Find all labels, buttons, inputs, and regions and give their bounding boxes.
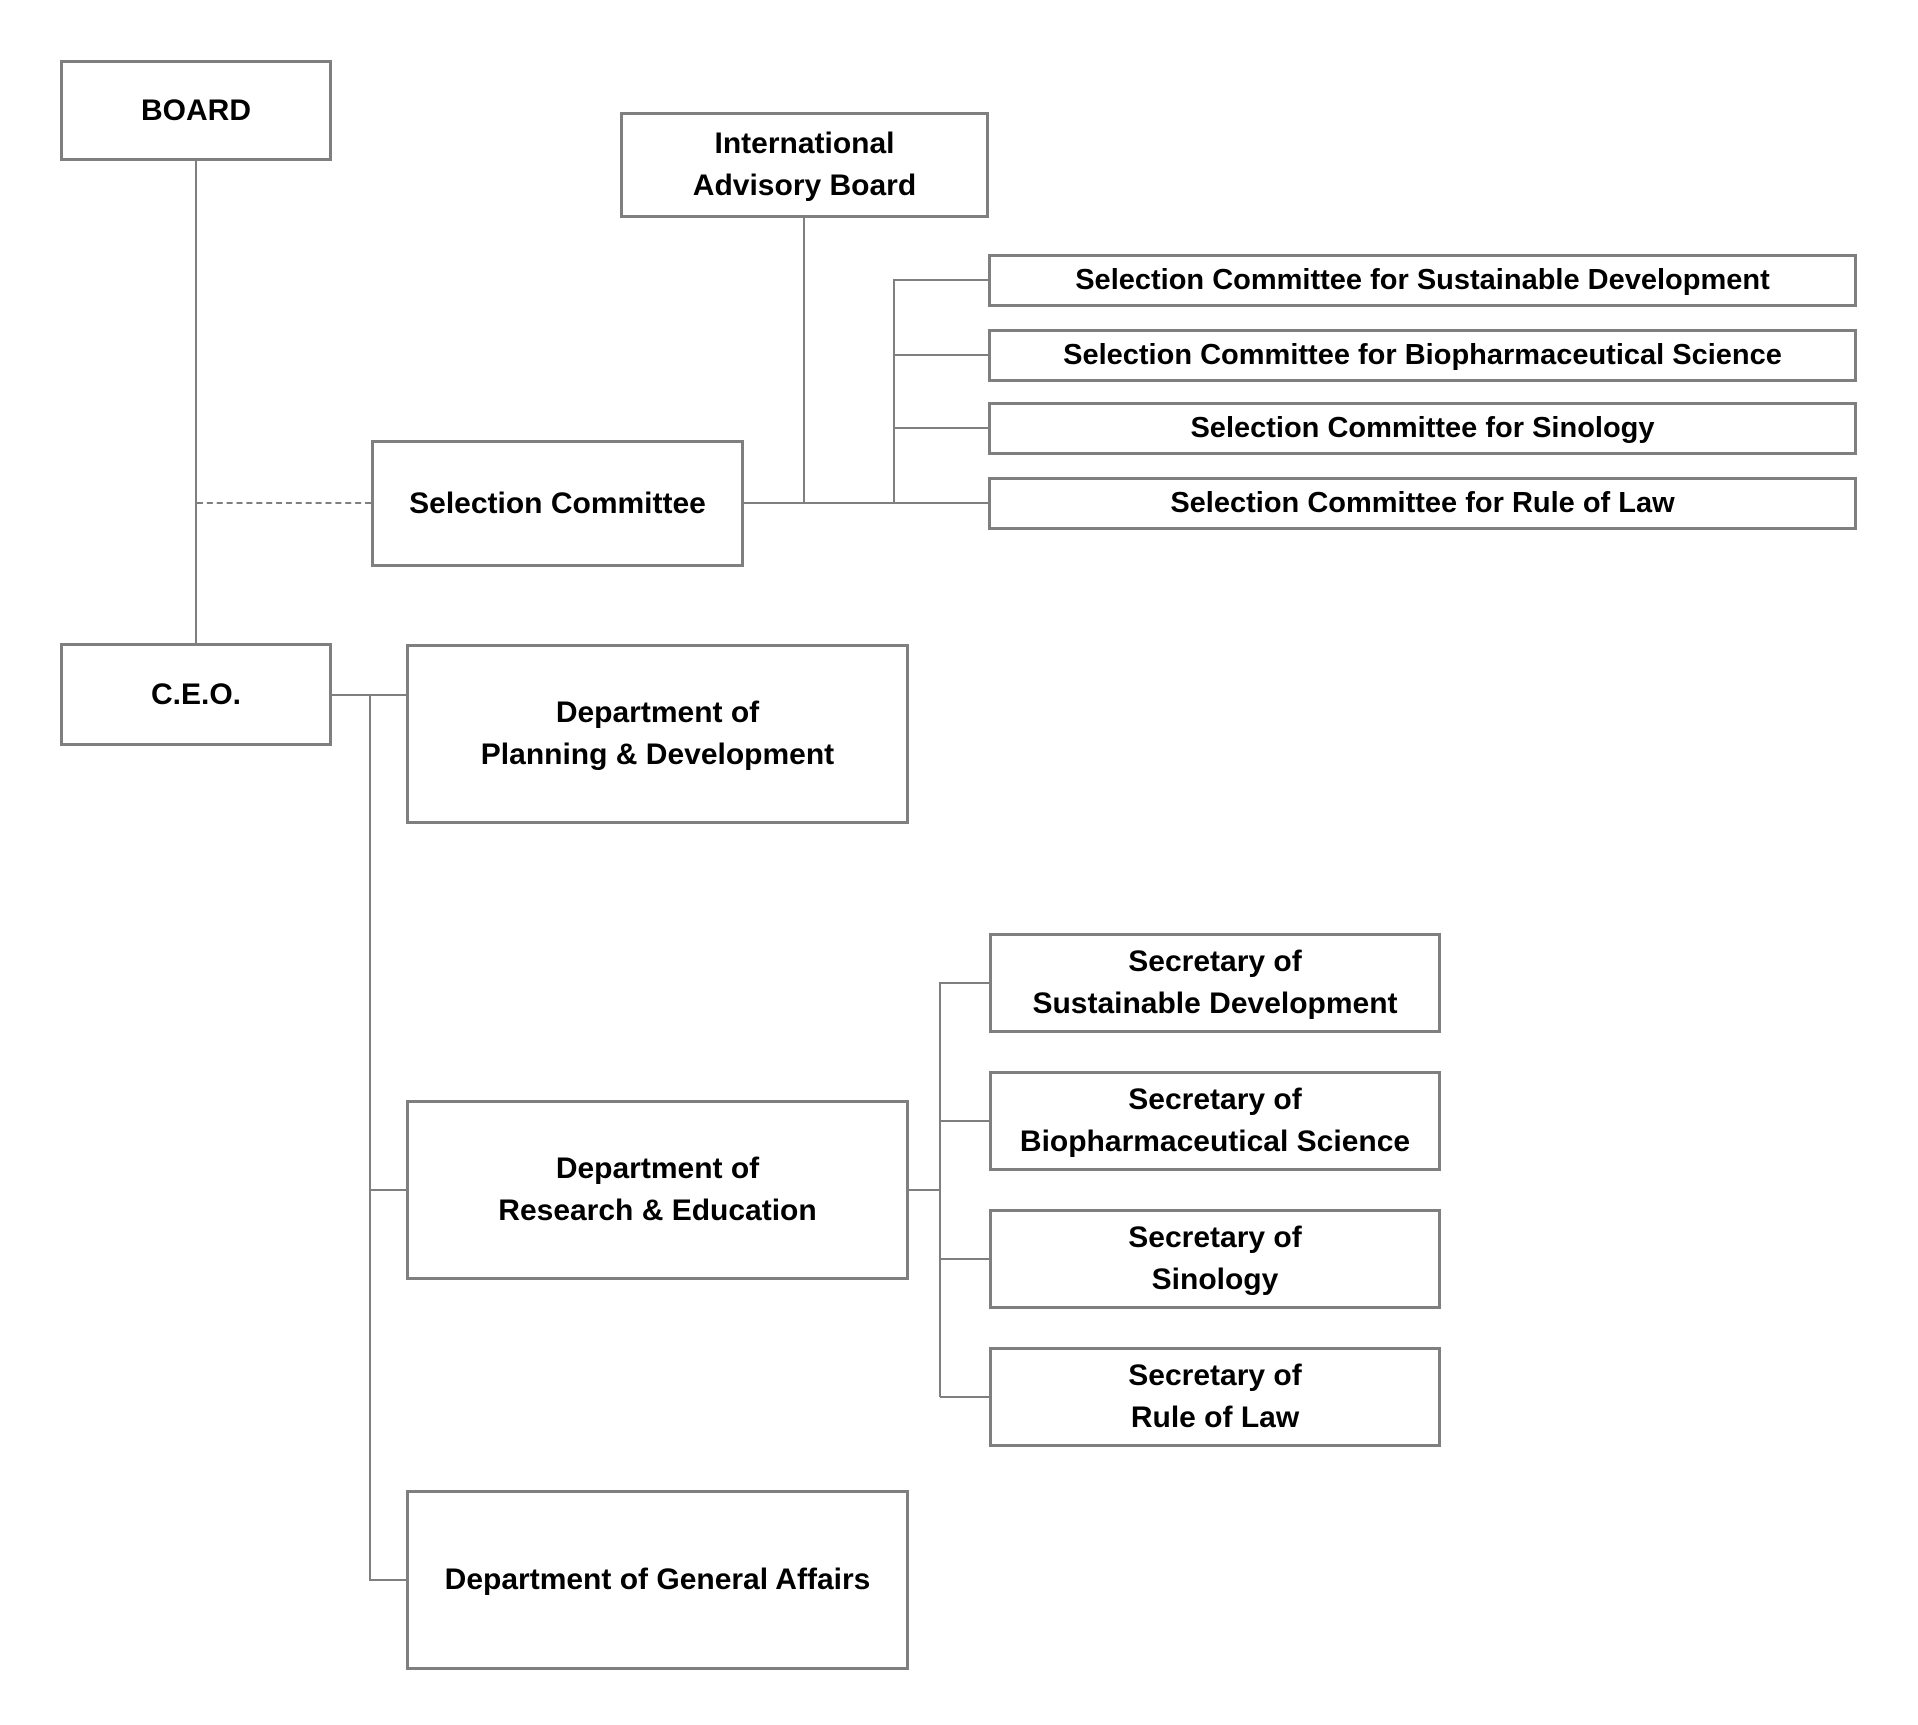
- connector-stub-secretary-biopharmaceutical-science: [940, 1120, 989, 1122]
- node-dept-research-education-line2: Research & Education: [498, 1194, 817, 1227]
- connector-stub-committee-biopharmaceutical-science: [894, 354, 988, 356]
- node-international-advisory-board-line2: Advisory Board: [692, 169, 917, 202]
- connector-research-to-secretaries: [909, 1189, 940, 1191]
- node-dept-planning-development-line2: Planning & Development: [480, 738, 835, 771]
- node-dept-planning-development-line1: Department of: [555, 696, 760, 729]
- node-selection-committee: Selection Committee: [371, 440, 744, 567]
- node-secretary-biopharmaceutical-science-line1: Secretary of: [1128, 1083, 1302, 1116]
- node-dept-planning-development: Department of Planning & Development: [406, 644, 909, 824]
- node-secretary-sinology-line1: Secretary of: [1128, 1221, 1302, 1254]
- node-selection-committee-label: Selection Committee: [409, 486, 706, 520]
- node-secretary-sustainable-development-line2: Sustainable Development: [1032, 987, 1398, 1020]
- node-committee-sinology: Selection Committee for Sinology: [988, 402, 1857, 455]
- node-committee-sustainable-development-label: Selection Committee for Sustainable Deve…: [1075, 264, 1770, 296]
- node-secretary-sustainable-development: Secretary of Sustainable Development: [989, 933, 1441, 1033]
- node-board-label: BOARD: [141, 93, 251, 127]
- node-committee-biopharmaceutical-science: Selection Committee for Biopharmaceutica…: [988, 329, 1857, 382]
- connector-board-to-selection-committee-dashed: [197, 502, 371, 504]
- node-committee-sinology-label: Selection Committee for Sinology: [1190, 412, 1655, 444]
- connector-stub-committee-sustainable-development: [894, 279, 988, 281]
- node-committee-rule-of-law: Selection Committee for Rule of Law: [988, 477, 1857, 530]
- node-ceo: C.E.O.: [60, 643, 332, 746]
- node-committee-rule-of-law-label: Selection Committee for Rule of Law: [1170, 487, 1675, 519]
- connector-secretary-spine: [939, 982, 941, 1397]
- node-international-advisory-board: International Advisory Board: [620, 112, 989, 218]
- node-committee-sustainable-development: Selection Committee for Sustainable Deve…: [988, 254, 1857, 307]
- node-secretary-sinology: Secretary of Sinology: [989, 1209, 1441, 1309]
- node-dept-general-affairs: Department of General Affairs: [406, 1490, 909, 1670]
- node-secretary-rule-of-law-line1: Secretary of: [1128, 1359, 1302, 1392]
- node-board: BOARD: [60, 60, 332, 161]
- connector-advisory-board-drop: [803, 218, 805, 504]
- node-dept-research-education-line1: Department of: [555, 1152, 760, 1185]
- connector-stub-general-affairs: [370, 1579, 406, 1581]
- node-ceo-label: C.E.O.: [150, 677, 241, 711]
- connector-stub-committee-sinology: [894, 427, 988, 429]
- node-international-advisory-board-line1: International: [714, 127, 895, 160]
- node-dept-research-education: Department of Research & Education: [406, 1100, 909, 1280]
- connector-stub-secretary-sinology: [940, 1258, 989, 1260]
- node-committee-biopharmaceutical-science-label: Selection Committee for Biopharmaceutica…: [1063, 339, 1782, 371]
- connector-stub-secretary-sustainable-development: [940, 982, 989, 984]
- connector-board-to-ceo: [195, 161, 197, 643]
- node-secretary-sustainable-development-line1: Secretary of: [1128, 945, 1302, 978]
- connector-committee-spine: [893, 279, 895, 504]
- node-dept-general-affairs-label: Department of General Affairs: [444, 1563, 871, 1596]
- connector-stub-secretary-rule-of-law: [940, 1396, 989, 1398]
- node-secretary-rule-of-law: Secretary of Rule of Law: [989, 1347, 1441, 1447]
- node-secretary-biopharmaceutical-science-line2: Biopharmaceutical Science: [1019, 1125, 1411, 1158]
- node-secretary-rule-of-law-line2: Rule of Law: [1130, 1401, 1300, 1434]
- node-secretary-biopharmaceutical-science: Secretary of Biopharmaceutical Science: [989, 1071, 1441, 1171]
- node-secretary-sinology-line2: Sinology: [1151, 1263, 1279, 1296]
- connector-department-spine: [369, 695, 371, 1581]
- connector-selection-committee-main: [744, 502, 988, 504]
- connector-stub-research-education: [370, 1189, 406, 1191]
